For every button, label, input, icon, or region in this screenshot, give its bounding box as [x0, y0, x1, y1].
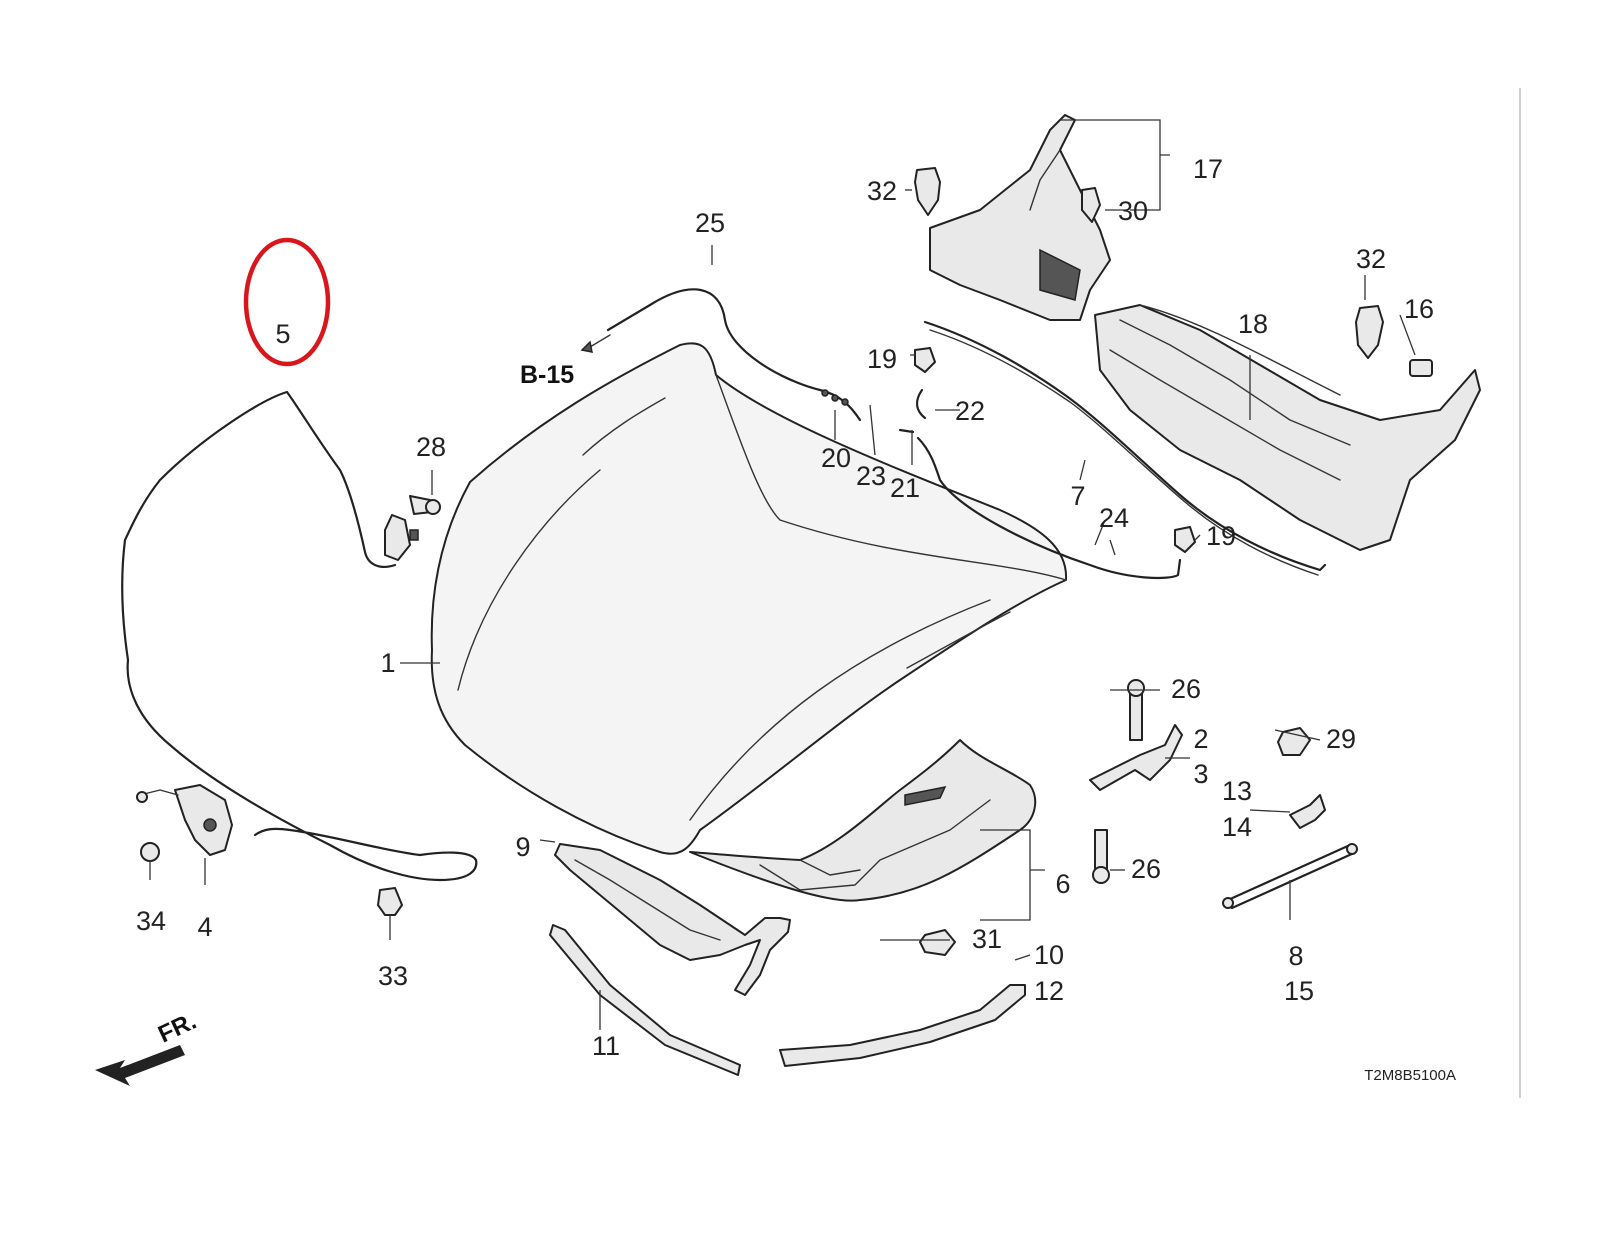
clip-30 [1081, 187, 1101, 223]
clip-33 [377, 887, 403, 916]
callout-7: 7 [1070, 481, 1085, 511]
callout-21: 21 [890, 473, 920, 503]
front-seal [554, 843, 791, 996]
hood-panel [430, 342, 1068, 855]
callout-12: 12 [1034, 976, 1064, 1006]
molding-front [549, 924, 741, 1076]
callout-26-bottom: 26 [1131, 854, 1161, 884]
callout-29: 29 [1326, 724, 1356, 754]
callout-33: 33 [378, 961, 408, 991]
callout-3: 3 [1193, 759, 1208, 789]
clip-32-right [1355, 305, 1384, 359]
hood-support-strut [1222, 843, 1358, 910]
callout-19-top: 19 [867, 344, 897, 374]
front-direction-arrow-icon [95, 1045, 185, 1086]
callout-15: 15 [1284, 976, 1314, 1006]
callout-18: 18 [1238, 309, 1268, 339]
callout-25: 25 [695, 208, 725, 238]
callout-32-top: 32 [867, 176, 897, 206]
cable-bracket [384, 495, 441, 561]
callout-16: 16 [1404, 294, 1434, 324]
callout-14: 14 [1222, 812, 1252, 842]
front-direction-label: FR. [154, 1008, 200, 1049]
highlight-circle [243, 237, 331, 367]
callout-17: 17 [1193, 154, 1223, 184]
hood-frame [689, 739, 1037, 902]
nut-29 [1277, 727, 1311, 756]
callout-28: 28 [416, 432, 446, 462]
callout-34: 34 [136, 906, 166, 936]
callout-24: 24 [1099, 503, 1129, 533]
hood-latch [136, 784, 233, 862]
hood-seal [923, 320, 1327, 572]
callout-30: 30 [1118, 196, 1148, 226]
clip-32-top [914, 167, 941, 216]
b15-arrow-head [580, 340, 593, 353]
callout-31: 31 [972, 924, 1002, 954]
callout-8: 8 [1288, 941, 1303, 971]
hood-hinge [1089, 679, 1183, 884]
leader-lines [149, 119, 1416, 1030]
callout-1: 1 [380, 648, 395, 678]
diagram-code: T2M8B5100A [1364, 1067, 1456, 1084]
callout-5: 5 [275, 319, 290, 349]
callout-22: 22 [955, 396, 985, 426]
callout-11: 11 [592, 1031, 620, 1061]
callout-19-bottom: 19 [1206, 521, 1236, 551]
callout-6: 6 [1055, 869, 1070, 899]
cowl-top-assembly [929, 114, 1481, 551]
callout-2: 2 [1193, 724, 1208, 754]
callout-labels: 1 2 3 4 5 6 7 8 9 10 11 12 13 14 15 16 1… [136, 154, 1434, 1061]
washer-tube [606, 288, 1182, 580]
callout-26-top: 26 [1171, 674, 1201, 704]
callout-4: 4 [197, 912, 212, 942]
callout-32-right: 32 [1356, 244, 1386, 274]
pad-16 [1409, 359, 1433, 377]
reference-label-b15[interactable]: B-15 [520, 361, 574, 389]
clip-19-top [914, 347, 936, 373]
callout-23: 23 [856, 461, 886, 491]
clip-31 [919, 929, 956, 956]
clip-19-bottom [1174, 526, 1196, 553]
callout-13: 13 [1222, 776, 1252, 806]
callout-10: 10 [1034, 940, 1064, 970]
bracket-13-14 [1289, 794, 1326, 829]
molding-side [779, 984, 1026, 1067]
callout-20: 20 [821, 443, 851, 473]
callout-9: 9 [515, 832, 530, 862]
